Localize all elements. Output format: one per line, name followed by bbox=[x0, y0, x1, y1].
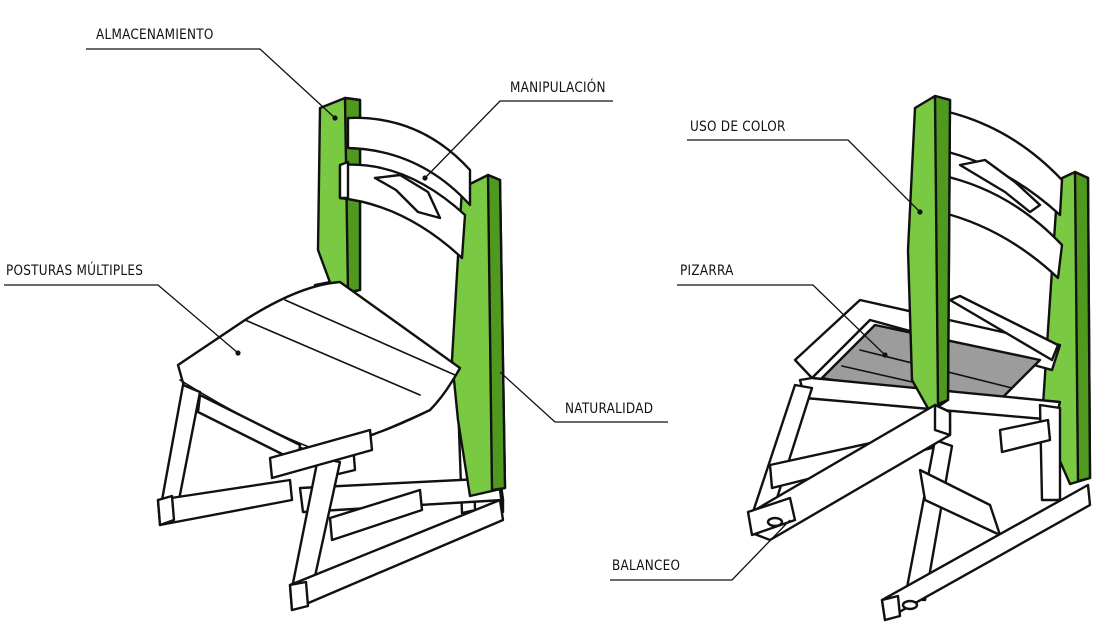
leader-storage bbox=[86, 48, 338, 121]
label-rocking: BALANCEO bbox=[612, 558, 681, 574]
left-chair-front-legs bbox=[160, 383, 424, 592]
left-chair-seat bbox=[176, 280, 462, 457]
label-handling: MANIPULACIÓN bbox=[510, 80, 606, 96]
label-color-use: USO DE COLOR bbox=[690, 119, 786, 135]
leader-blackboard bbox=[677, 284, 888, 358]
leader-postures bbox=[4, 284, 241, 356]
label-storage: ALMACENAMIENTO bbox=[96, 27, 214, 43]
right-chair-backrest bbox=[938, 108, 1064, 280]
leader-naturalness bbox=[499, 371, 668, 423]
label-naturalness: NATURALIDAD bbox=[565, 401, 654, 417]
left-chair-backrest bbox=[338, 116, 472, 260]
right-chair-near-post bbox=[906, 94, 952, 414]
right-chair-runners bbox=[746, 483, 1092, 622]
chair-left bbox=[156, 96, 507, 612]
left-chair-green-posts bbox=[316, 96, 507, 498]
leader-color-use bbox=[687, 139, 923, 215]
leader-rocking bbox=[610, 519, 791, 581]
label-blackboard: PIZARRA bbox=[680, 263, 734, 279]
chair-right bbox=[746, 94, 1092, 622]
leader-lines bbox=[4, 48, 923, 581]
leader-handling bbox=[422, 100, 613, 181]
label-postures: POSTURAS MÚLTIPLES bbox=[6, 263, 144, 279]
left-chair-runners bbox=[156, 478, 505, 612]
